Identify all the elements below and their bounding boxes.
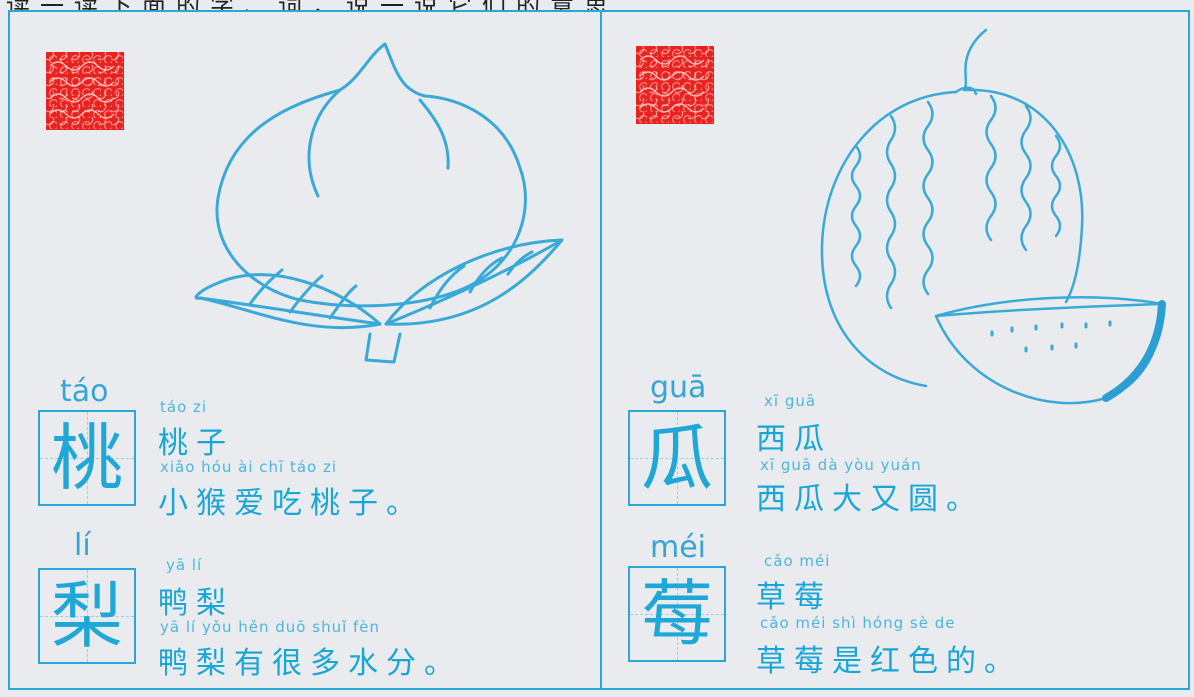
- hanzi-gua: 瓜: [640, 416, 713, 500]
- hanzi-tao: 桃: [50, 416, 123, 500]
- seal-stamp-icon: [46, 52, 124, 130]
- char-box-li: 梨: [38, 568, 136, 664]
- sentence-pinyin: xī guā dà yòu yuán: [760, 456, 922, 474]
- right-card: [600, 10, 1190, 690]
- peach-illustration: [194, 42, 564, 364]
- char-box-gua: 瓜: [628, 410, 726, 506]
- word-pinyin: xī guā: [764, 392, 817, 410]
- word: 草莓: [756, 580, 832, 615]
- seal-stamp-icon: [636, 46, 714, 124]
- word-pinyin: táo zi: [160, 398, 208, 416]
- char-pinyin-tao: táo: [60, 374, 109, 409]
- sentence-pinyin: xiǎo hóu ài chī táo zi: [160, 458, 338, 476]
- sentence: 西瓜大又圆。: [756, 482, 984, 517]
- header-strip: 读一读下面的字、词，说一说它们的意思: [0, 0, 1194, 12]
- word: 桃子: [158, 426, 234, 461]
- word: 鸭梨: [158, 586, 234, 621]
- char-box-tao: 桃: [38, 410, 136, 506]
- hanzi-li: 梨: [50, 574, 123, 658]
- char-box-mei: 莓: [628, 566, 726, 662]
- char-pinyin-gua: guā: [650, 370, 707, 405]
- hanzi-mei: 莓: [640, 572, 713, 656]
- sentence-pinyin: yā lí yǒu hěn duō shuǐ fèn: [160, 618, 381, 636]
- char-pinyin-mei: méi: [650, 530, 707, 565]
- word-pinyin: yā lí: [166, 556, 203, 574]
- char-pinyin-li: lí: [74, 528, 91, 563]
- header-partial-text: 读一读下面的字、词，说一说它们的意思: [6, 0, 618, 12]
- sentence: 鸭梨有很多水分。: [158, 646, 462, 681]
- sentence-pinyin: cǎo méi shì hóng sè de: [760, 614, 956, 632]
- watermelon-illustration: [820, 28, 1166, 405]
- sentence: 草莓是红色的。: [756, 644, 1022, 679]
- word-pinyin: cǎo méi: [764, 552, 831, 570]
- word: 西瓜: [756, 422, 832, 457]
- sentence: 小猴爱吃桃子。: [158, 486, 424, 521]
